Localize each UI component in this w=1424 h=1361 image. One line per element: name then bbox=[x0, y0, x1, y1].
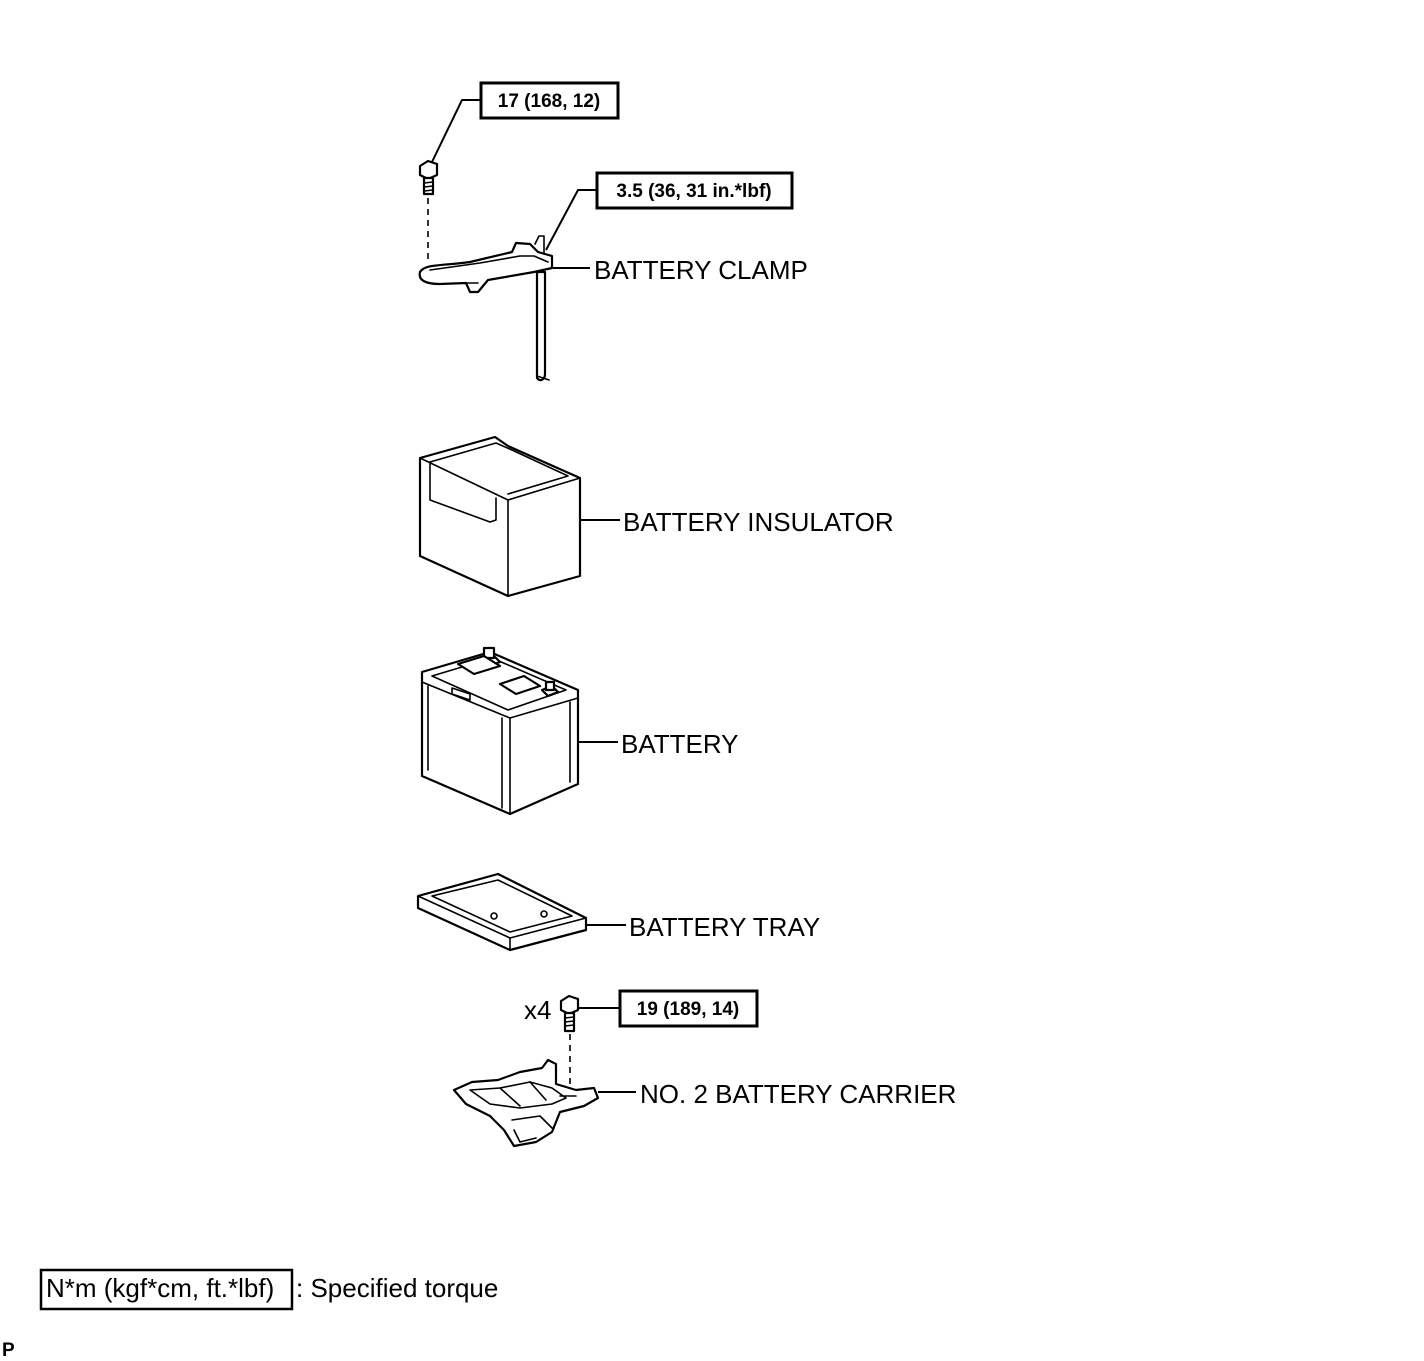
battery-tray-label: BATTERY TRAY bbox=[629, 912, 820, 942]
battery-clamp-icon bbox=[418, 235, 554, 382]
torque-legend: N*m (kgf*cm, ft.*lbf) : Specified torque bbox=[39, 1268, 498, 1311]
clamp-bolt-icon bbox=[418, 159, 439, 196]
carrier-bolt-torque-text: 19 (189, 14) bbox=[637, 999, 739, 1020]
bolt-quantity: x4 bbox=[524, 995, 551, 1025]
battery-label: BATTERY bbox=[621, 729, 739, 759]
carrier-bolt-torque-callout: 19 (189, 14) bbox=[618, 989, 759, 1028]
clamp-nut-torque-callout: 3.5 (36, 31 in.*lbf) bbox=[545, 171, 794, 251]
torque-legend-text: : Specified torque bbox=[296, 1273, 498, 1303]
battery-carrier-icon bbox=[452, 1058, 600, 1148]
battery-tray-icon bbox=[416, 872, 588, 952]
corner-mark: P bbox=[2, 1340, 15, 1361]
clamp-bolt-torque-callout: 17 (168, 12) bbox=[431, 81, 620, 163]
battery-insulator-label: BATTERY INSULATOR bbox=[623, 507, 894, 537]
clamp-nut-torque-text: 3.5 (36, 31 in.*lbf) bbox=[616, 181, 771, 202]
battery-carrier-label: NO. 2 BATTERY CARRIER bbox=[640, 1079, 956, 1109]
torque-unit-text: N*m (kgf*cm, ft.*lbf) bbox=[46, 1273, 274, 1303]
clamp-bolt-torque-text: 17 (168, 12) bbox=[498, 91, 600, 112]
battery-icon bbox=[420, 646, 580, 816]
battery-clamp-label: BATTERY CLAMP bbox=[594, 255, 808, 285]
battery-insulator-icon bbox=[418, 435, 582, 598]
carrier-bolt-icon bbox=[559, 994, 580, 1033]
